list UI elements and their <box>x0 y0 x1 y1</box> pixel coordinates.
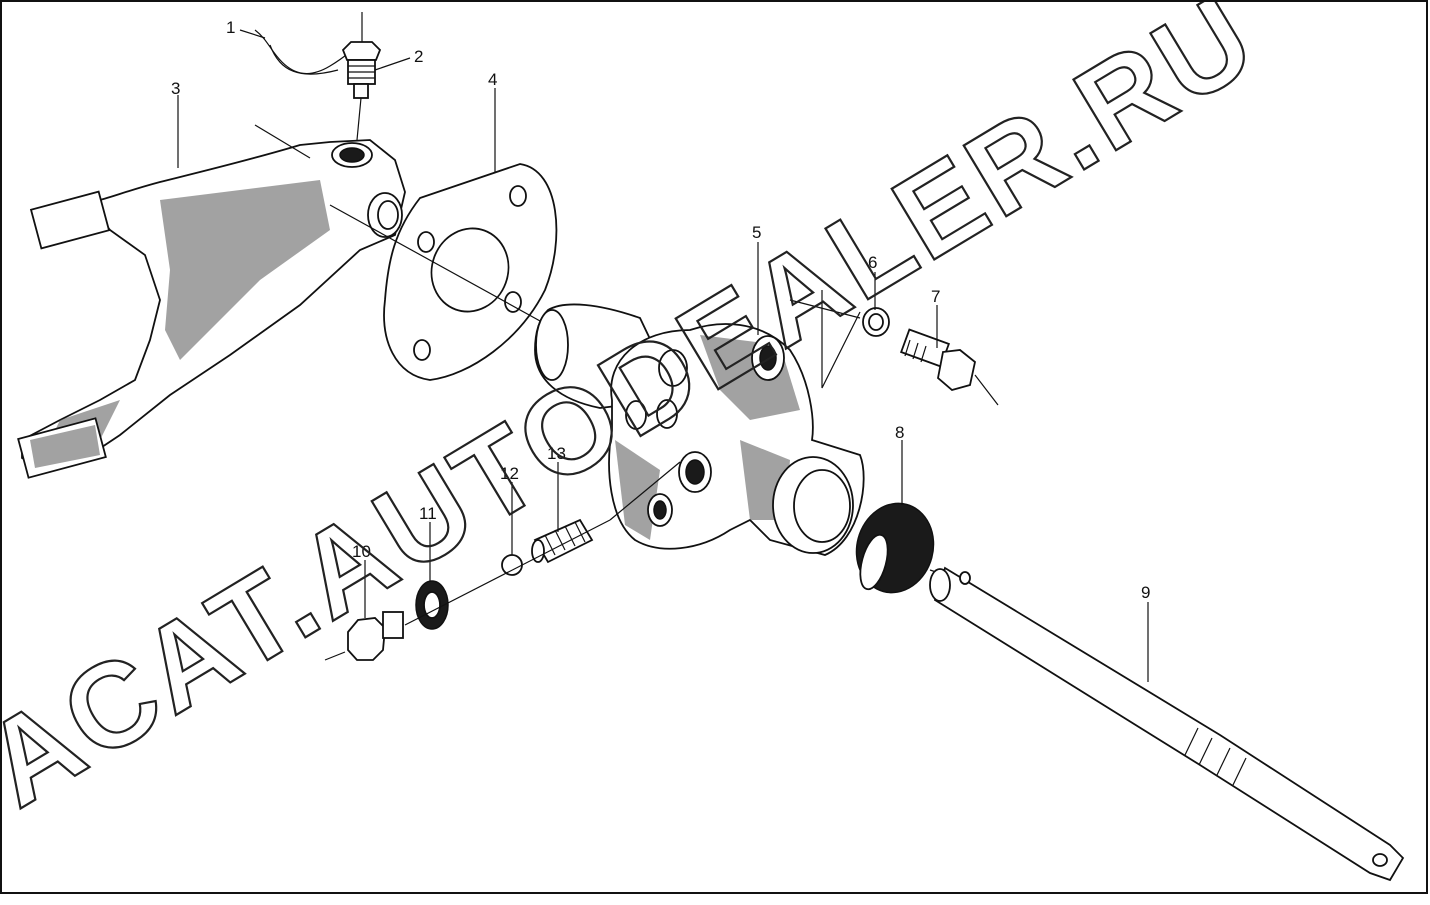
part-10-plug <box>324 611 404 661</box>
callout-labels: 1 2 3 4 5 6 7 8 9 10 11 12 13 <box>171 18 1150 602</box>
part-11-washer <box>415 580 449 630</box>
callout-6: 6 <box>868 253 877 272</box>
part-4-gasket <box>383 163 558 381</box>
part-9-shaft <box>929 566 1405 882</box>
part-6-washer <box>789 299 890 337</box>
callout-7: 7 <box>931 287 940 306</box>
callout-11: 11 <box>419 504 437 523</box>
callout-8: 8 <box>895 423 904 442</box>
leader-lines <box>177 29 1149 682</box>
part-3-shift-fork <box>17 124 406 479</box>
callout-10: 10 <box>352 542 371 561</box>
callout-3: 3 <box>171 79 180 98</box>
callout-9: 9 <box>1141 583 1150 602</box>
part-8-seal <box>855 502 946 594</box>
callout-4: 4 <box>488 70 497 89</box>
callout-1: 1 <box>226 18 235 37</box>
callout-5: 5 <box>752 223 761 242</box>
part-12-ball <box>501 554 523 576</box>
part-1-wire <box>254 29 351 75</box>
part-5-housing <box>534 303 865 556</box>
part-7-bolt <box>900 328 999 406</box>
callout-13: 13 <box>547 444 566 463</box>
callout-12: 12 <box>500 464 519 483</box>
part-2-bolt <box>341 12 382 141</box>
callout-2: 2 <box>414 47 423 66</box>
watermark-text: ACAT.AUTODEALER.RU <box>0 0 1279 833</box>
